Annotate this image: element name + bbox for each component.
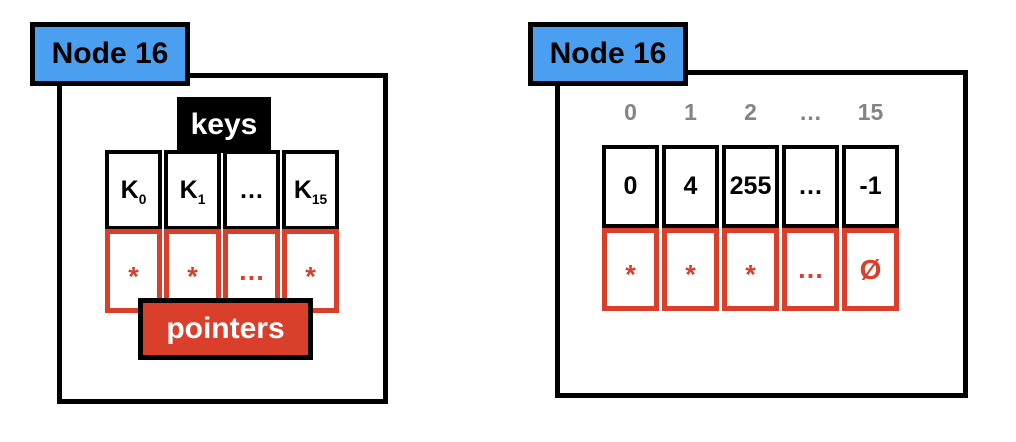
left-pointer-cell-0: * (105, 229, 162, 313)
left-key-cell-ellipsis-text: … (239, 176, 264, 205)
key-value: … (798, 172, 823, 200)
keys-label: keys (177, 97, 271, 153)
right-pointer-cell-0: * (602, 228, 659, 311)
right-pointer-cell-null: Ø (842, 228, 899, 311)
pointers-label-text: pointers (166, 312, 285, 345)
left-key-cell-0-text: K0 (120, 175, 147, 207)
index-label-1: 1 (662, 96, 719, 128)
pointer-ellipsis: … (238, 255, 265, 286)
index-text: 0 (624, 98, 637, 125)
key-value: 255 (729, 172, 772, 200)
left-key-cell-15: K15 (282, 150, 339, 230)
keys-label-text: keys (190, 108, 258, 141)
key-base: K (120, 175, 139, 204)
left-node-title-label: Node 16 (51, 37, 169, 70)
key-sub: 15 (311, 191, 328, 207)
pointer-asterisk: * (128, 261, 139, 292)
pointers-label: pointers (138, 298, 313, 360)
right-key-cell-1: 4 (662, 145, 719, 228)
index-text: … (799, 98, 822, 125)
left-key-cell-15-text: K15 (293, 175, 328, 207)
right-key-cell-0: 0 (602, 145, 659, 228)
pointer-asterisk: * (305, 261, 316, 292)
right-pointer-cell-2: * (722, 228, 779, 311)
index-label-0: 0 (602, 96, 659, 128)
index-label-2: 2 (722, 96, 779, 128)
pointer-asterisk: * (187, 261, 198, 292)
null-pointer-icon: Ø (859, 253, 882, 285)
key-value: 0 (623, 172, 638, 200)
right-pointer-cell-1: * (662, 228, 719, 311)
pointer-asterisk: * (685, 259, 696, 290)
right-key-cell-ellipsis: … (782, 145, 839, 228)
pointer-asterisk: * (625, 259, 636, 290)
right-key-cell-2: 255 (722, 145, 779, 228)
left-key-cell-1-text: K1 (179, 175, 206, 207)
key-sub: 0 (138, 191, 147, 207)
right-pointer-cell-ellipsis: … (782, 228, 839, 311)
right-key-cell-15: -1 (842, 145, 899, 228)
key-base: K (293, 175, 312, 204)
pointer-ellipsis: … (797, 254, 824, 284)
right-node-title-label: Node 16 (549, 37, 667, 70)
index-text: 15 (857, 98, 884, 125)
left-key-cell-0: K0 (105, 150, 162, 230)
right-node-title: Node 16 (528, 22, 688, 86)
index-label-ellipsis: … (782, 96, 839, 128)
left-key-cell-ellipsis: … (223, 150, 280, 230)
key-value: 4 (683, 172, 698, 200)
left-key-cell-1: K1 (164, 150, 221, 230)
index-text: 1 (684, 98, 697, 125)
index-text: 2 (744, 98, 757, 125)
key-sub: 1 (197, 191, 206, 207)
left-node-title: Node 16 (30, 22, 190, 86)
index-label-15: 15 (842, 96, 899, 128)
pointer-asterisk: * (745, 259, 756, 290)
key-base: … (239, 175, 264, 204)
key-value: -1 (859, 172, 882, 200)
key-base: K (179, 175, 198, 204)
